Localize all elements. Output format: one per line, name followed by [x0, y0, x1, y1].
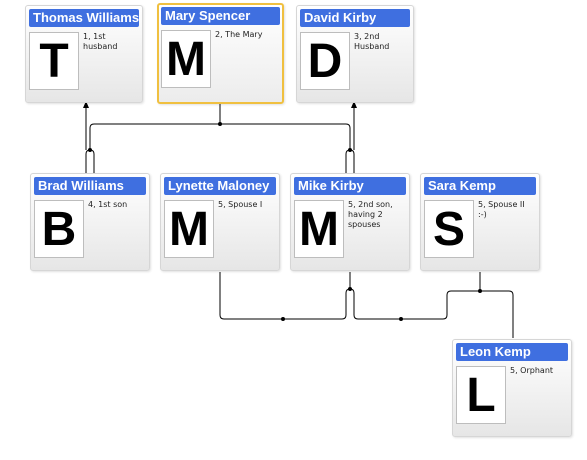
person-card-thomas[interactable]: Thomas Williams T 1, 1st husband: [25, 5, 143, 103]
person-photo: L: [456, 366, 506, 424]
person-photo: B: [34, 200, 84, 258]
person-card-mike[interactable]: Mike Kirby M 5, 2nd son, having 2 spouse…: [290, 173, 410, 271]
person-description: 5, Spouse II :-): [478, 200, 525, 219]
person-name: Mike Kirby: [294, 177, 406, 195]
spouse-lynette-line: [219, 272, 351, 320]
person-name: Lynette Maloney: [164, 177, 276, 195]
person-card-david[interactable]: David Kirby D 3, 2nd Husband: [296, 5, 414, 103]
person-description: 4, 1st son: [88, 200, 128, 209]
person-description: 1, 1st husband: [83, 32, 118, 51]
person-photo: D: [300, 32, 350, 90]
person-photo: M: [294, 200, 344, 258]
junction-dot: [88, 148, 92, 152]
person-description: 3, 2nd Husband: [354, 32, 390, 51]
person-name: Thomas Williams: [29, 9, 139, 27]
junction-dot: [218, 122, 222, 126]
leon-parent-line: [480, 290, 514, 338]
junction-dot: [348, 148, 352, 152]
person-name: Brad Williams: [34, 177, 146, 195]
person-photo: M: [164, 200, 214, 258]
arrow-to-thomas: [83, 101, 89, 108]
person-card-mary[interactable]: Mary Spencer M 2, The Mary: [157, 3, 284, 104]
person-description: 5, Orphant: [510, 366, 554, 375]
person-photo: S: [424, 200, 474, 258]
parents-bus-line: [89, 103, 351, 150]
junction-dot: [281, 317, 285, 321]
person-photo: M: [161, 30, 211, 88]
person-name: David Kirby: [300, 9, 410, 27]
junction-dot: [399, 317, 403, 321]
junction-dot: [348, 287, 352, 291]
person-description: 2, The Mary: [215, 30, 263, 39]
arrow-to-david: [351, 101, 357, 108]
person-card-brad[interactable]: Brad Williams B 4, 1st son: [30, 173, 150, 271]
person-description: 5, 2nd son, having 2 spouses: [348, 200, 393, 229]
person-description: 5, Spouse I: [218, 200, 263, 209]
person-card-sara[interactable]: Sara Kemp S 5, Spouse II :-): [420, 173, 540, 271]
person-name: Sara Kemp: [424, 177, 536, 195]
person-card-leon[interactable]: Leon Kemp L 5, Orphant: [452, 339, 572, 437]
person-name: Leon Kemp: [456, 343, 568, 361]
person-name: Mary Spencer: [161, 7, 280, 25]
person-photo: T: [29, 32, 79, 90]
spouse-sara-line: [349, 272, 481, 320]
junction-dot: [478, 289, 482, 293]
person-card-lynette[interactable]: Lynette Maloney M 5, Spouse I: [160, 173, 280, 271]
